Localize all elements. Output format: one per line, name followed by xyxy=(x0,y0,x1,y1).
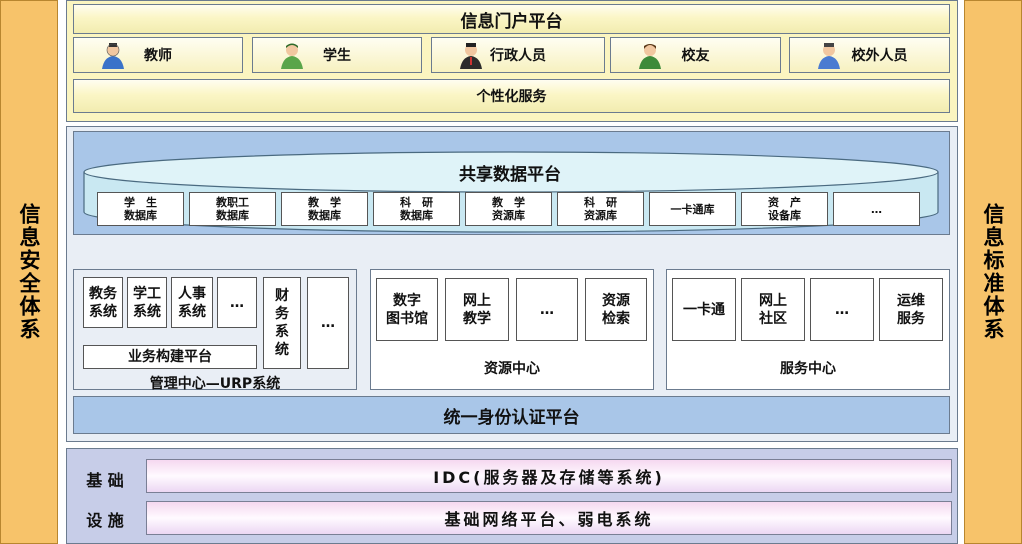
user-student-label: 学生 xyxy=(323,48,351,64)
db-more: … xyxy=(833,192,920,226)
mgmt-academic-system: 教务 系统 xyxy=(83,277,123,328)
idc-label: IDC(服务器及存储等系统) xyxy=(433,468,665,487)
db-campus-card-label: 一卡通库 xyxy=(670,202,715,216)
user-student: 学生 xyxy=(252,37,422,73)
mgmt-student-affairs-system: 学工 系统 xyxy=(127,277,167,328)
db-teaching-resources: 教 学 资源库 xyxy=(465,192,552,226)
digital-library: 数字 图书馆 xyxy=(376,278,438,341)
alumni-icon xyxy=(639,44,661,69)
mgmt-finance-system: 财 务 系 统 xyxy=(263,277,301,369)
mgmt-more-2-label: … xyxy=(321,315,335,331)
online-teaching: 网上 教学 xyxy=(445,278,509,341)
campus-card: 一卡通 xyxy=(672,278,736,341)
mgmt-more: … xyxy=(217,277,257,328)
db-assets: 资 产 设备库 xyxy=(741,192,828,226)
online-community-label: 网上 社区 xyxy=(759,292,787,327)
portal-title: 信息门户平台 xyxy=(73,4,950,34)
mgmt-finance-label: 财 务 系 统 xyxy=(275,288,289,358)
service-more: … xyxy=(810,278,874,341)
admin-staff-icon xyxy=(460,43,482,69)
security-system-label: 信息安全体系 xyxy=(17,203,42,341)
operations-service-label: 运维 服务 xyxy=(897,292,925,327)
external-person-icon xyxy=(818,43,840,69)
db-staff-label: 教职工 数据库 xyxy=(216,196,249,222)
user-teacher: 教师 xyxy=(73,37,243,73)
network-bar: 基础网络平台、弱电系统 xyxy=(146,501,952,535)
shared-data-title: 共享数据平台 xyxy=(459,165,561,185)
infrastructure-label-top: 基 础 xyxy=(86,471,124,490)
db-student: 学 生 数据库 xyxy=(97,192,184,226)
db-more-label: … xyxy=(871,202,882,216)
db-research-resources-label: 科 研 资源库 xyxy=(584,196,617,222)
db-research-resources: 科 研 资源库 xyxy=(557,192,644,226)
campus-card-label: 一卡通 xyxy=(683,301,725,318)
db-research: 科 研 数据库 xyxy=(373,192,460,226)
db-research-label: 科 研 数据库 xyxy=(400,196,433,222)
mgmt-more-label: … xyxy=(230,294,244,311)
service-more-label: … xyxy=(835,301,849,318)
student-icon xyxy=(281,43,303,69)
mgmt-hr-system-label: 人事 系统 xyxy=(178,285,206,320)
resource-search: 资源 检索 xyxy=(585,278,647,341)
infrastructure-label-bottom: 设 施 xyxy=(86,511,124,530)
db-campus-card: 一卡通库 xyxy=(649,192,736,226)
db-teaching-resources-label: 教 学 资源库 xyxy=(492,196,525,222)
db-assets-label: 资 产 设备库 xyxy=(768,196,801,222)
db-staff: 教职工 数据库 xyxy=(189,192,276,226)
personalized-service-bar: 个性化服务 xyxy=(73,79,950,113)
teacher-icon xyxy=(102,43,124,69)
unified-auth-platform: 统一身份认证平台 xyxy=(73,396,950,434)
db-student-label: 学 生 数据库 xyxy=(124,196,157,222)
mgmt-student-affairs-label: 学工 系统 xyxy=(133,285,161,320)
business-platform-label: 业务构建平台 xyxy=(128,349,212,365)
user-admin-staff: 行政人员 xyxy=(431,37,605,73)
mgmt-hr-system: 人事 系统 xyxy=(171,277,213,328)
user-external-person-label: 校外人员 xyxy=(851,48,908,64)
personalized-service-text: 个性化服务 xyxy=(476,89,547,105)
standards-system-column: 信息标准体系 xyxy=(964,0,1022,544)
resource-more-label: … xyxy=(540,301,554,318)
user-alumni-label: 校友 xyxy=(681,48,710,64)
management-center-caption: 管理中心—URP系统 xyxy=(149,376,281,392)
user-teacher-label: 教师 xyxy=(144,48,172,64)
unified-auth-label: 统一身份认证平台 xyxy=(443,407,580,428)
resource-search-label: 资源 检索 xyxy=(602,292,630,327)
online-teaching-label: 网上 教学 xyxy=(463,292,491,327)
digital-library-label: 数字 图书馆 xyxy=(386,292,428,327)
mgmt-academic-system-label: 教务 系统 xyxy=(89,285,117,320)
service-center-caption: 服务中心 xyxy=(780,361,836,377)
network-label: 基础网络平台、弱电系统 xyxy=(444,510,654,529)
online-community: 网上 社区 xyxy=(741,278,805,341)
operations-service: 运维 服务 xyxy=(879,278,943,341)
mgmt-more-2: … xyxy=(307,277,349,369)
resource-center-caption: 资源中心 xyxy=(484,361,540,377)
db-teaching: 教 学 数据库 xyxy=(281,192,368,226)
standards-system-label: 信息标准体系 xyxy=(981,203,1006,341)
user-external-person: 校外人员 xyxy=(789,37,950,73)
idc-bar: IDC(服务器及存储等系统) xyxy=(146,459,952,493)
security-system-column: 信息安全体系 xyxy=(0,0,58,544)
resource-more: … xyxy=(516,278,578,341)
db-teaching-label: 教 学 数据库 xyxy=(308,196,341,222)
user-admin-staff-label: 行政人员 xyxy=(490,48,546,64)
portal-title-text: 信息门户平台 xyxy=(460,11,563,32)
user-alumni: 校友 xyxy=(610,37,781,73)
business-platform: 业务构建平台 xyxy=(83,345,257,369)
